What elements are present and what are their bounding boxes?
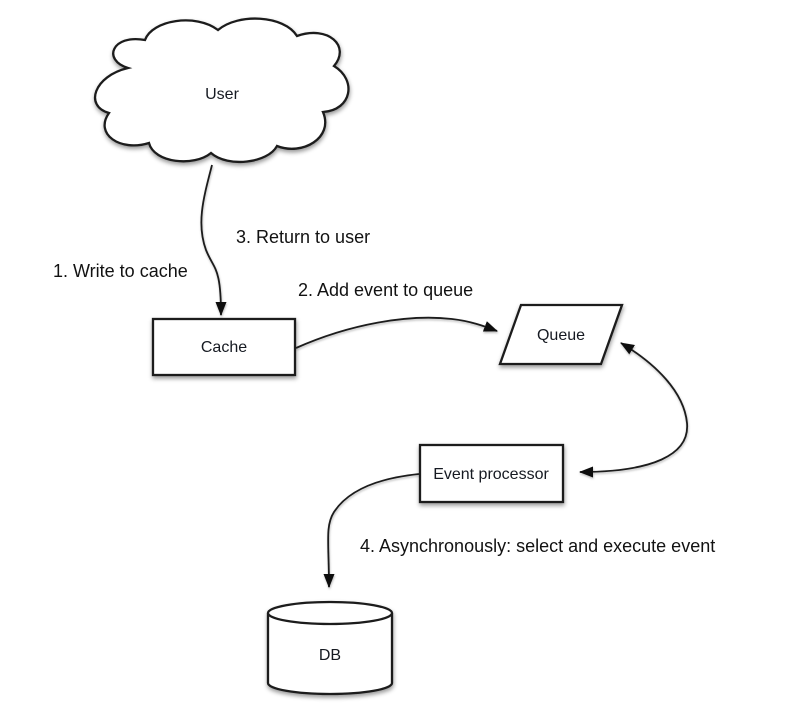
db-label: DB [319,647,341,664]
arrow-queue-event-processor-bidirectional [579,342,688,478]
shape-layer [93,17,624,696]
arrow-cache-to-queue [295,316,498,349]
annotation-step2-add-event-to-queue: 2. Add event to queue [298,280,473,300]
annotation-step4-asynchronously: 4. Asynchronously: select and execute ev… [360,536,715,556]
user-cloud-shape [93,17,350,164]
connector-layer [200,164,688,588]
queue-label: Queue [537,327,585,344]
db-cylinder-body [266,613,394,696]
cache-box [151,317,297,377]
db-cylinder-top [266,600,394,626]
cache-label: Cache [201,339,247,356]
arrow-event-processor-to-db [323,473,420,588]
annotation-step1-write-to-cache: 1. Write to cache [53,261,188,281]
user-label: User [205,86,239,103]
event-processor-label: Event processor [433,466,549,483]
event-processor-box [418,443,565,504]
label-layer: User Cache Queue Event processor DB 1. W… [53,86,715,664]
arrow-user-to-cache [200,164,227,316]
db-cylinder [266,600,394,696]
annotation-step3-return-to-user: 3. Return to user [236,227,370,247]
